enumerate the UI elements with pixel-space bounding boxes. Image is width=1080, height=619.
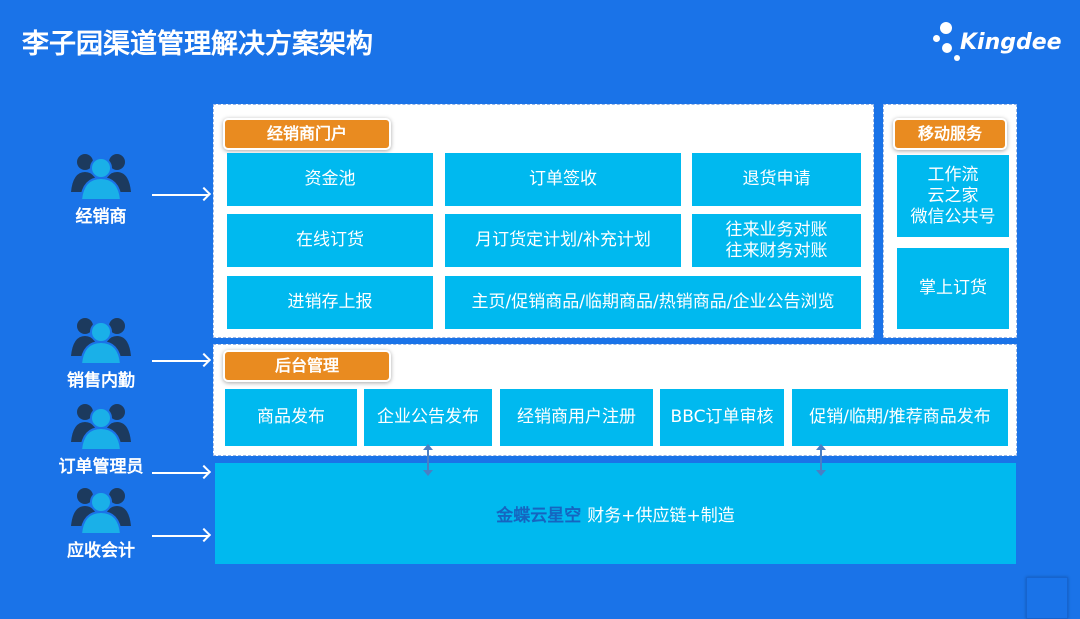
arrow-right-icon [152, 194, 208, 196]
arrow-right-icon [152, 535, 208, 537]
people-group-icon [71, 404, 131, 451]
role-order-admin: 订单管理员 [46, 402, 156, 477]
mobile-service-tag: 移动服务 [893, 118, 1007, 150]
cell-fund-pool[interactable]: 资金池 [227, 153, 433, 206]
role-sales-clerk: 销售内勤 [46, 316, 156, 391]
cell-bbc-order-review[interactable]: BBC订单审核 [660, 389, 784, 446]
cell-homepage-browse[interactable]: 主页/促销商品/临期商品/热销商品/企业公告浏览 [445, 276, 861, 329]
bidirectional-arrow-icon [816, 444, 826, 476]
cell-reconciliation[interactable]: 往来业务对账 往来财务对账 [692, 214, 861, 267]
dealer-portal-tag: 经销商门户 [223, 118, 391, 150]
corner-placeholder [1026, 577, 1068, 619]
cell-monthly-plan[interactable]: 月订货定计划/补充计划 [445, 214, 681, 267]
page-title: 李子园渠道管理解决方案架构 [22, 29, 373, 60]
logo-dot [942, 43, 952, 53]
role-label: 应收会计 [67, 541, 135, 561]
kingdee-logo: Kingdee [930, 20, 1062, 65]
cell-order-receipt[interactable]: 订单签收 [445, 153, 681, 206]
people-group-icon [71, 154, 131, 201]
role-ar-accountant: 应收会计 [46, 486, 156, 561]
role-label: 订单管理员 [58, 457, 144, 477]
role-label: 销售内勤 [67, 371, 135, 391]
cell-workflow[interactable]: 工作流 云之家 微信公共号 [897, 155, 1009, 237]
people-group-icon [71, 318, 131, 365]
role-label: 经销商 [75, 207, 127, 227]
erp-modules: 财务+供应链+制造 [587, 506, 735, 526]
cell-product-publish[interactable]: 商品发布 [225, 389, 357, 446]
cell-inventory-report[interactable]: 进销存上报 [227, 276, 433, 329]
logo-dot [940, 22, 952, 34]
logo-dot [933, 35, 940, 42]
arrow-right-icon [152, 472, 208, 474]
bidirectional-arrow-icon [423, 444, 433, 476]
logo-text: Kingdee [960, 30, 1062, 55]
erp-brand: 金蝶云星空 [496, 506, 582, 526]
role-dealer: 经销商 [46, 152, 156, 227]
cell-promo-publish[interactable]: 促销/临期/推荐商品发布 [792, 389, 1008, 446]
erp-base-bar: 金蝶云星空 财务+供应链+制造 [215, 463, 1016, 564]
cell-dealer-registration[interactable]: 经销商用户注册 [500, 389, 653, 446]
backend-tag: 后台管理 [223, 350, 391, 382]
people-group-icon [71, 488, 131, 535]
arrow-right-icon [152, 360, 208, 362]
cell-return-request[interactable]: 退货申请 [692, 153, 861, 206]
cell-announcement-publish[interactable]: 企业公告发布 [364, 389, 492, 446]
cell-online-order[interactable]: 在线订货 [227, 214, 433, 267]
cell-mobile-order[interactable]: 掌上订货 [897, 248, 1009, 329]
logo-dot [954, 55, 960, 61]
